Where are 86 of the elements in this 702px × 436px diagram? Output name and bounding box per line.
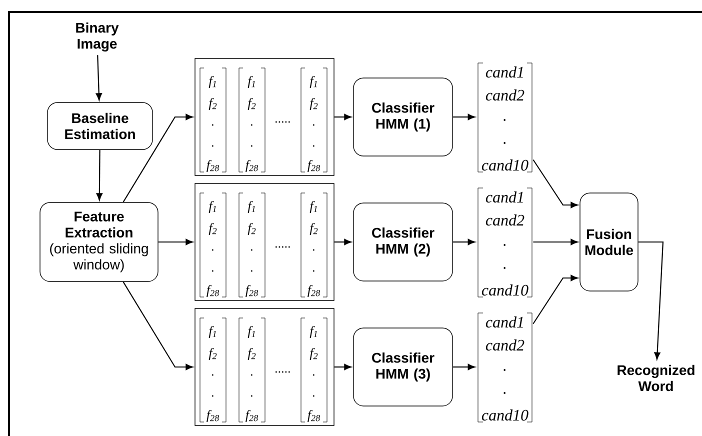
node-label: f$_{2}$ — [310, 223, 318, 235]
process-box: Baseline Estimation — [47, 102, 153, 150]
node-label: f$_{28}$ — [206, 160, 219, 172]
arrow — [334, 364, 352, 370]
node-label: f$_{1}$ — [248, 326, 255, 338]
node-label: f$_{28}$ — [308, 410, 320, 422]
node-label: . — [312, 374, 314, 376]
arrow — [532, 274, 578, 324]
node-label: . — [212, 395, 214, 397]
feature-vector: f$_{1}$ f$_{2}$ . . f$_{28}$ — [200, 318, 226, 422]
node-label: f$_{2}$ — [248, 348, 256, 360]
feature-vector: f$_{1}$ f$_{2}$ . . f$_{28}$ — [300, 68, 328, 172]
fusion-box: Fusion Module — [580, 192, 638, 292]
ellipsis-dots: ..... — [275, 121, 290, 123]
arrow — [638, 241, 664, 360]
node-label: . — [212, 124, 214, 126]
classifier-box: Classifier HMM (3) — [353, 328, 453, 406]
node-label: f$_{2}$ — [310, 98, 318, 110]
node-label: f$_{2}$ — [208, 98, 217, 110]
node-label: f$_{28}$ — [206, 410, 219, 422]
node-label: f$_{1}$ — [310, 76, 317, 88]
heading-text: Binary Image — [76, 22, 119, 52]
node-label: . — [212, 145, 214, 147]
arrow — [532, 159, 578, 208]
node-label: f$_{1}$ — [310, 201, 317, 213]
node-label: . — [312, 270, 314, 272]
node-label: . — [250, 270, 252, 272]
node-label: . — [250, 374, 252, 376]
node-label: f$_{28}$ — [308, 160, 320, 172]
arrow — [334, 238, 352, 246]
node-label: f$_{2}$ — [248, 98, 256, 110]
arrow — [122, 282, 194, 370]
node-label: f$_{1}$ — [208, 326, 216, 338]
node-label: . — [212, 374, 214, 376]
candidate-list: cand1 cand2 . . cand10 — [478, 62, 532, 172]
node-label: f$_{1}$ — [248, 76, 255, 88]
feature-vector: f$_{1}$ f$_{2}$ . . f$_{28}$ — [238, 192, 266, 298]
arrow — [158, 238, 194, 246]
node-label: f$_{2}$ — [208, 223, 217, 235]
node-label: f$_{2}$ — [208, 348, 217, 360]
node-label: f$_{28}$ — [246, 285, 258, 297]
candidate-list: cand1 cand2 . . cand10 — [478, 312, 532, 422]
feature-vector: f$_{1}$ f$_{2}$ . . f$_{28}$ — [238, 68, 266, 172]
node-label: . — [312, 145, 314, 147]
process-box: Feature Extraction (oriented sliding window) — [40, 202, 158, 282]
node-label: . — [312, 124, 314, 126]
arrow — [533, 238, 578, 246]
arrow — [96, 55, 102, 100]
node-label: f$_{2}$ — [248, 223, 256, 235]
feature-box — [194, 183, 334, 301]
feature-box — [194, 308, 334, 426]
feature-vector: f$_{1}$ f$_{2}$ . . f$_{28}$ — [300, 318, 328, 422]
feature-vector: f$_{1}$ f$_{2}$ . . f$_{28}$ — [238, 318, 266, 422]
arrow — [452, 238, 476, 246]
node-label: f$_{28}$ — [246, 160, 258, 172]
feature-vector: f$_{1}$ f$_{2}$ . . f$_{28}$ — [300, 192, 328, 298]
node-label: . — [312, 395, 314, 397]
node-label: f$_{1}$ — [310, 326, 317, 338]
heading-text: Recognized Word — [618, 364, 694, 392]
classifier-box: Classifier HMM (2) — [353, 202, 453, 282]
node-label: f$_{28}$ — [206, 285, 219, 297]
arrow — [334, 114, 352, 120]
node-label: f$_{1}$ — [208, 201, 216, 213]
feature-vector: f$_{1}$ f$_{2}$ . . f$_{28}$ — [200, 68, 226, 172]
node-label: f$_{1}$ — [208, 76, 216, 88]
node-label: f$_{1}$ — [248, 201, 255, 213]
node-label: . — [212, 270, 214, 272]
feature-box — [194, 58, 334, 176]
arrow — [122, 114, 194, 202]
candidate-list: cand1 cand2 . . cand10 — [478, 188, 532, 298]
node-label: . — [250, 249, 252, 251]
feature-vector: f$_{1}$ f$_{2}$ . . f$_{28}$ — [200, 192, 226, 298]
node-label: . — [312, 249, 314, 251]
arrow — [452, 114, 476, 120]
arrow — [452, 364, 476, 370]
classifier-box: Classifier HMM (1) — [353, 78, 453, 156]
node-label: f$_{28}$ — [308, 285, 320, 297]
node-label: f$_{2}$ — [310, 348, 318, 360]
node-label: f$_{28}$ — [246, 410, 258, 422]
node-label: . — [212, 249, 214, 251]
arrow — [96, 150, 102, 200]
ellipsis-dots: ..... — [275, 246, 290, 248]
node-label: . — [250, 395, 252, 397]
ellipsis-dots: ..... — [275, 371, 290, 373]
node-label: . — [250, 124, 252, 126]
node-label: . — [250, 145, 252, 147]
